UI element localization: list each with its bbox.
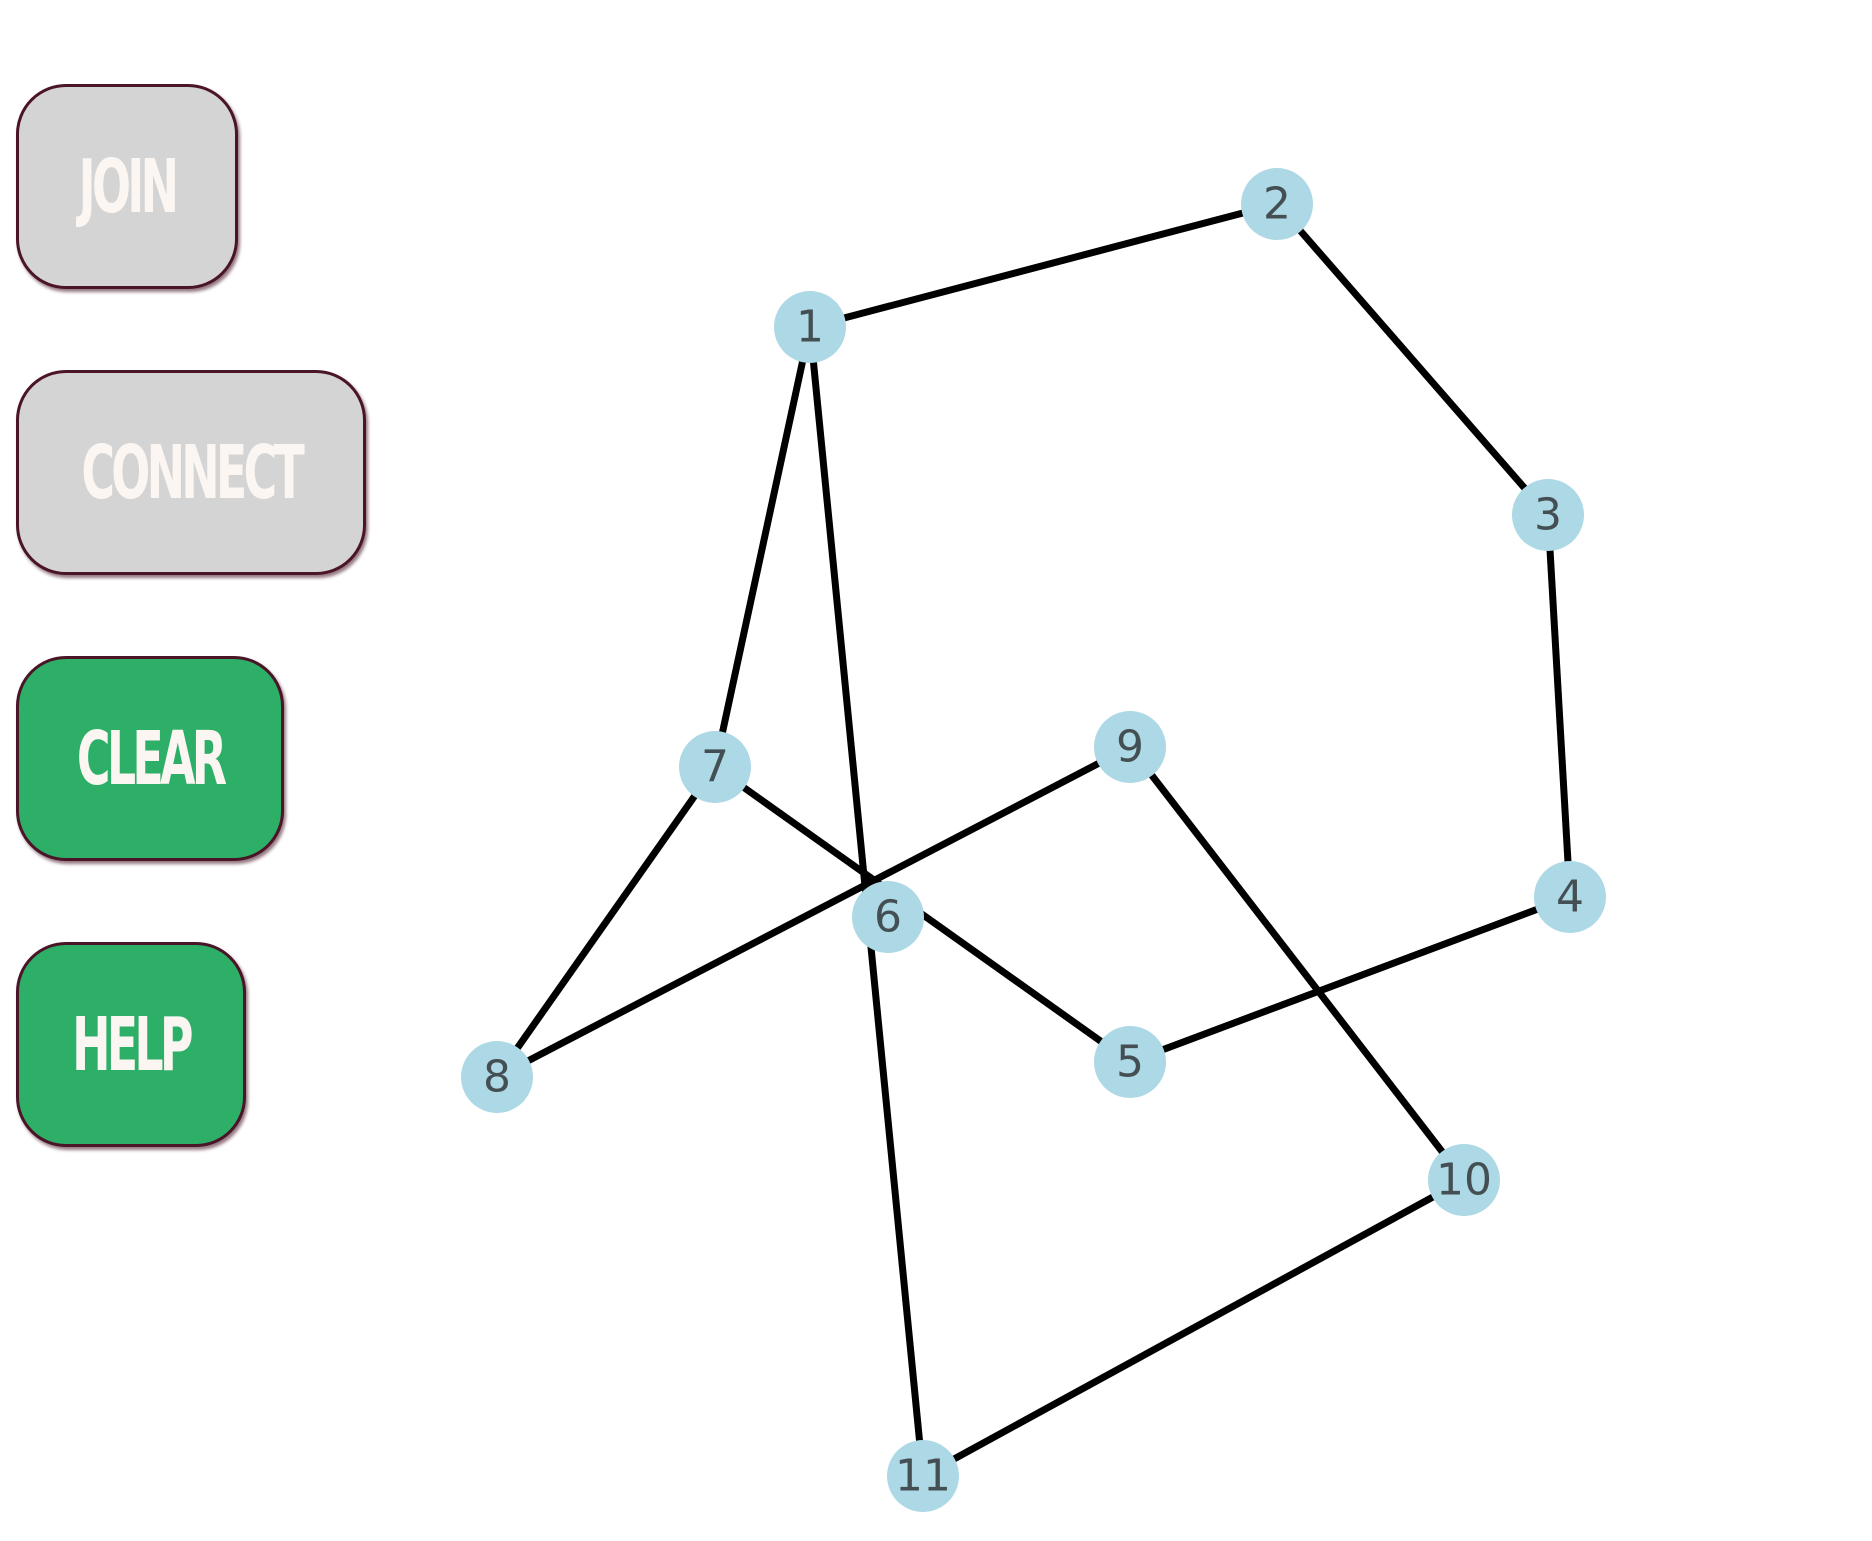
graph-node-7[interactable]: 7 (679, 731, 751, 803)
node-label: 6 (874, 892, 902, 943)
node-circle (1512, 479, 1584, 551)
edge-2-3 (1273, 200, 1552, 519)
connect-button[interactable]: CONNECT (16, 370, 366, 575)
edge-1-2 (806, 200, 1281, 331)
clear-button[interactable]: CLEAR (16, 656, 284, 861)
graph-node-9[interactable]: 9 (1094, 711, 1166, 783)
node-label: 5 (1116, 1037, 1144, 1088)
connect-button-label: CONNECT (81, 429, 304, 516)
graph-node-10[interactable]: 10 (1428, 1144, 1500, 1216)
edge-4-5 (1126, 893, 1574, 1066)
edge-3-4 (1544, 511, 1574, 901)
node-label: 10 (1436, 1155, 1492, 1206)
nodes-layer: 1 2 3 4 5 6 7 8 9 10 11 (461, 168, 1606, 1512)
edge-8-9 (493, 743, 1134, 1081)
node-label: 8 (483, 1052, 511, 1103)
graph-node-5[interactable]: 5 (1094, 1026, 1166, 1098)
node-circle (1534, 861, 1606, 933)
node-circle (1094, 711, 1166, 783)
graph-node-2[interactable]: 2 (1241, 168, 1313, 240)
clear-button-label: CLEAR (76, 715, 227, 802)
node-circle (774, 291, 846, 363)
node-label: 2 (1263, 179, 1291, 230)
graph-node-3[interactable]: 3 (1512, 479, 1584, 551)
join-button[interactable]: JOIN (16, 84, 238, 289)
edges-layer (493, 200, 1574, 1480)
node-label: 3 (1534, 490, 1562, 541)
edge-10-11 (919, 1176, 1468, 1480)
edge-7-8 (493, 763, 719, 1081)
node-label: 9 (1116, 722, 1144, 773)
node-circle (679, 731, 751, 803)
node-circle (887, 1440, 959, 1512)
graph-node-4[interactable]: 4 (1534, 861, 1606, 933)
node-circle (1094, 1026, 1166, 1098)
graph-node-6[interactable]: 6 (852, 881, 924, 953)
node-circle (852, 881, 924, 953)
node-label: 7 (701, 742, 729, 793)
node-circle (461, 1041, 533, 1113)
join-button-label: JOIN (78, 143, 179, 230)
toolbar: JOIN CONNECT CLEAR HELP (0, 0, 400, 1541)
node-circle (1241, 168, 1313, 240)
graph-node-8[interactable]: 8 (461, 1041, 533, 1113)
node-label: 1 (796, 302, 824, 353)
graph-node-11[interactable]: 11 (887, 1440, 959, 1512)
graph-node-1[interactable]: 1 (774, 291, 846, 363)
edge-7-1 (711, 323, 814, 771)
node-label: 4 (1556, 872, 1584, 923)
node-label: 11 (895, 1451, 951, 1502)
edge-9-10 (1126, 743, 1468, 1184)
help-button-label: HELP (72, 1001, 193, 1088)
help-button[interactable]: HELP (16, 942, 246, 1147)
node-circle (1428, 1144, 1500, 1216)
